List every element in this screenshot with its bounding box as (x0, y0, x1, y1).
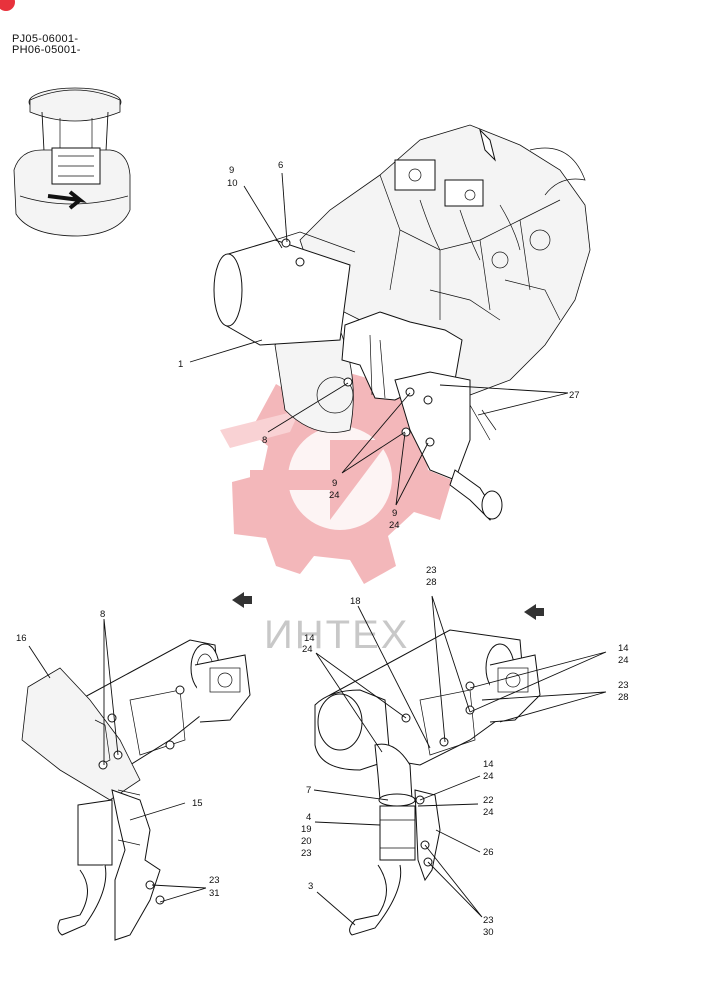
callout-23-d: 23 (301, 848, 312, 859)
callout-8-b: 8 (100, 609, 105, 620)
leader-lines (28, 172, 607, 926)
model-code-2: PH06-05001- (12, 44, 81, 56)
engine-assembly (213, 124, 591, 521)
callout-28-b: 28 (426, 577, 437, 588)
callout-14-c: 14 (483, 759, 494, 770)
callout-9-c: 9 (392, 508, 397, 519)
callout-8: 8 (262, 435, 267, 446)
lower-right-view (314, 629, 541, 936)
machine-thumbnail (13, 87, 131, 237)
callout-15: 15 (192, 798, 203, 809)
callout-16: 16 (16, 633, 27, 644)
direction-arrow-left-icon (232, 592, 252, 608)
callout-24-e: 24 (618, 655, 629, 666)
callout-27: 27 (569, 390, 580, 401)
callout-4: 4 (306, 812, 311, 823)
callout-9-b: 9 (332, 478, 337, 489)
callout-7: 7 (306, 785, 311, 796)
callout-24-d: 24 (302, 644, 313, 655)
callout-14-b: 14 (618, 643, 629, 654)
callout-22: 22 (483, 795, 494, 806)
callout-24-g: 24 (483, 807, 494, 818)
callout-24-c: 24 (389, 520, 400, 531)
callout-23-b: 23 (426, 565, 437, 576)
callout-28-c: 28 (618, 692, 629, 703)
callout-20: 20 (301, 836, 312, 847)
callout-1: 1 (178, 359, 183, 370)
callout-24-f: 24 (483, 771, 494, 782)
model-code-1: PJ05-06001- (12, 33, 79, 45)
callout-14: 14 (304, 633, 315, 644)
callout-10: 10 (227, 178, 238, 189)
callout-6: 6 (278, 160, 283, 171)
callout-19: 19 (301, 824, 312, 835)
callout-26: 26 (483, 847, 494, 858)
callout-23-e: 23 (483, 915, 494, 926)
callout-31: 31 (209, 888, 220, 899)
callout-30: 30 (483, 927, 494, 938)
callout-23: 23 (209, 875, 220, 886)
callout-24-b: 24 (329, 490, 340, 501)
lower-left-view (21, 639, 251, 941)
callout-labels: 1 6 9 10 8 27 9 24 9 24 16 8 15 23 31 23… (16, 160, 629, 938)
watermark-logo (220, 372, 452, 584)
callout-3: 3 (308, 881, 313, 892)
watermark-text: ИНТЕХ (264, 613, 409, 657)
callout-23-c: 23 (618, 680, 629, 691)
callout-9: 9 (229, 165, 234, 176)
direction-arrow-right-icon (524, 604, 544, 620)
corner-marker-icon (0, 0, 15, 11)
callout-18: 18 (350, 596, 361, 607)
